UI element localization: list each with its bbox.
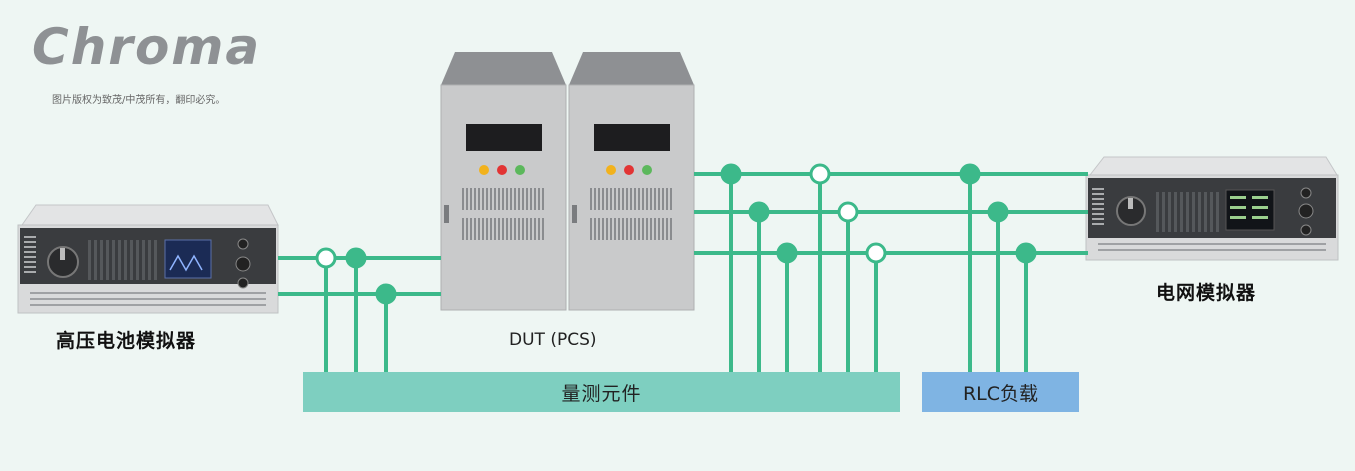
junction-filled-rlc-1 [959, 163, 981, 185]
junction-open-ac-4 [809, 163, 831, 185]
junction-filled-dc-2 [345, 247, 367, 269]
battery-simulator-label: 高压电池模拟器 [56, 330, 197, 352]
junction-filled-ac-1 [720, 163, 742, 185]
copyright-notice: 图片版权为致茂/中茂所有，翻印必究。 [52, 95, 226, 106]
junction-filled-dc-3 [375, 283, 397, 305]
junction-open-ac-5 [837, 201, 859, 223]
junctions [315, 163, 1037, 305]
battery-simulator-device [17, 204, 279, 314]
rlc-load-label: RLC负载 [962, 382, 1039, 405]
dut-cabinet-left [440, 52, 567, 311]
junction-filled-rlc-2 [987, 201, 1009, 223]
chroma-logo: Chroma [32, 18, 262, 76]
grid-simulator-label: 电网模拟器 [1156, 282, 1257, 304]
junction-filled-ac-2 [748, 201, 770, 223]
junction-filled-rlc-3 [1015, 242, 1037, 264]
dut-cabinet-right [568, 52, 695, 311]
dut-label: DUT (PCS) [509, 330, 597, 350]
junction-open-ac-6 [865, 242, 887, 264]
rlc-load-bar: RLC负载 [922, 372, 1079, 412]
junction-filled-ac-3 [776, 242, 798, 264]
grid-simulator-device [1085, 156, 1339, 261]
measurement-components-bar: 量测元件 [303, 372, 900, 412]
junction-open-dc-1 [315, 247, 337, 269]
measurement-components-label: 量测元件 [561, 382, 642, 405]
